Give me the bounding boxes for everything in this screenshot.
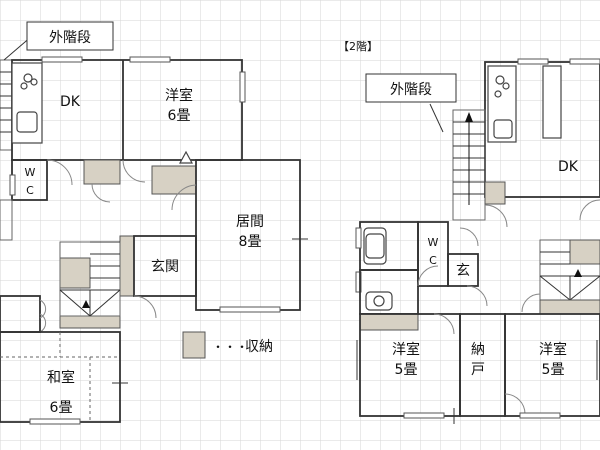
label-wc-w-2f: W: [428, 236, 439, 249]
label-dk-1f: DK: [60, 94, 81, 110]
label-western-room-right-size: 5畳: [542, 362, 565, 378]
callout-label-2f: 外階段: [390, 82, 432, 98]
label-western-room-1f: 洋室: [165, 87, 193, 104]
callout-exterior-stair-1f: 外階段: [3, 21, 114, 61]
legend-label: 収納: [245, 339, 273, 355]
floor-1: [0, 56, 308, 425]
window: [239, 71, 246, 103]
label-entrance-1f: 玄関: [151, 258, 179, 275]
storage-block: [119, 235, 135, 297]
callout-exterior-stair-2f: 外階段: [365, 73, 457, 133]
label-wc-w-1f: W: [25, 166, 36, 179]
label-wc-c-2f: C: [429, 254, 437, 267]
legend: ・・・ 収納: [182, 331, 273, 359]
entrance-2f: [447, 253, 479, 287]
entrance-1f: [133, 235, 197, 297]
label-western-room-size-1f: 6畳: [168, 108, 191, 124]
label-western-room-right: 洋室: [539, 341, 567, 358]
storage-block: [83, 159, 121, 185]
window: [129, 56, 171, 63]
label-living: 居間: [236, 214, 264, 230]
floor2-title: 【2階】: [338, 39, 378, 53]
label-storeroom-1: 納: [471, 342, 485, 358]
callout-label-1f: 外階段: [49, 30, 91, 46]
label-dk-2f: DK: [558, 159, 579, 175]
dk-room-2f: [487, 65, 562, 143]
storage-block: [59, 257, 91, 289]
label-storeroom-2: 戸: [471, 362, 485, 378]
storage-block: [151, 165, 197, 195]
interior-stairs-2f: [539, 239, 600, 315]
storage-block: [359, 313, 419, 331]
storage-block: [59, 315, 121, 329]
storage-block: [484, 181, 506, 205]
label-entrance-2f: 玄: [456, 262, 470, 279]
label-western-room-left-size: 5畳: [395, 362, 418, 378]
legend-dots: ・・・: [212, 340, 248, 354]
exterior-stairs-2f: [452, 109, 486, 221]
label-living-size: 8畳: [239, 234, 262, 250]
interior-stairs-1f: [59, 241, 121, 317]
label-japanese-room-size: 6畳: [50, 400, 73, 416]
label-western-room-left: 洋室: [392, 341, 420, 358]
label-wc-c-1f: C: [26, 184, 34, 197]
dk-room-1f: [11, 62, 43, 144]
label-japanese-room: 和室: [47, 369, 75, 386]
legend-swatch: [182, 331, 206, 359]
floor-2: [355, 58, 600, 424]
window: [41, 56, 83, 63]
